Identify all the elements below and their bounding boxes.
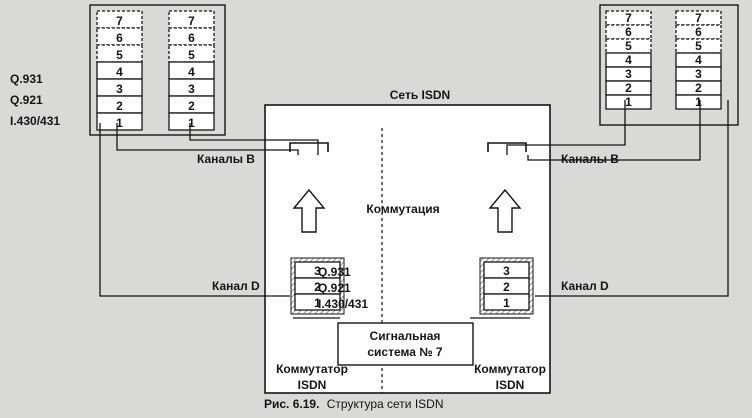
layer-cell [168, 10, 215, 29]
figure-caption: Рис. 6.19. Структура сети ISDN [264, 397, 444, 411]
layer-number: 2 [188, 99, 195, 113]
layer-number: 3 [314, 264, 321, 278]
layer-number: 3 [116, 82, 123, 96]
network-title: Сеть ISDN [390, 88, 450, 102]
right-up-arrow-icon [488, 188, 522, 233]
layer-cell [96, 44, 143, 63]
layer-number: 3 [503, 264, 510, 278]
channel-d-left-label: Канал D [212, 279, 260, 293]
channels-b-left-label: Каналы В [197, 152, 255, 166]
layer-number: 1 [503, 296, 510, 310]
caption-prefix: Рис. 6.19. [264, 397, 319, 411]
layer-number: 6 [188, 31, 195, 45]
layer-number: 5 [695, 39, 702, 53]
layer-number: 1 [695, 95, 702, 109]
layer-cell [96, 112, 143, 131]
right-switch-stack: 3 2 1 [479, 257, 534, 315]
left-terminal-stack-b: 7 6 5 4 3 2 1 [168, 10, 215, 131]
layer-number: 7 [625, 11, 632, 25]
layer-number: 1 [116, 116, 123, 130]
signal-system-box [337, 322, 474, 366]
layer-number: 4 [116, 65, 123, 79]
right-switch-label-2: ISDN [496, 378, 525, 392]
layer-number: 2 [116, 99, 123, 113]
right-switch-label-1: Коммутатор [474, 362, 546, 376]
layer-number: 6 [625, 25, 632, 39]
layer-cell [675, 94, 722, 110]
layer-number: 2 [625, 81, 632, 95]
left-switch-stack: 3 2 1 [290, 257, 345, 315]
left-terminal-box [89, 4, 226, 136]
layer-cell [483, 293, 530, 311]
right-d-channel-line [535, 100, 729, 297]
right-b-socket [487, 142, 527, 152]
switch-protocol-q931: Q.931 [318, 265, 351, 279]
layer-number: 4 [188, 65, 195, 79]
layer-cell [605, 94, 652, 110]
layer-number: 1 [188, 116, 195, 130]
channel-d-right-label: Канал D [561, 279, 609, 293]
left-protocol-q921: Q.921 [10, 93, 43, 107]
layer-number: 5 [625, 39, 632, 53]
layer-number: 4 [625, 53, 632, 67]
layer-number: 6 [695, 25, 702, 39]
signal-system-line-1: Сигнальная [370, 329, 441, 343]
layer-number: 7 [188, 14, 195, 28]
left-protocol-i430: I.430/431 [10, 114, 60, 128]
layer-number: 3 [625, 67, 632, 81]
left-b-socket [289, 142, 329, 152]
left-switch-label-1: Коммутатор [276, 362, 348, 376]
layer-number: 2 [695, 81, 702, 95]
layer-number: 2 [503, 280, 510, 294]
left-b-channel-line-2 [189, 123, 319, 155]
layer-number: 4 [695, 53, 702, 67]
layer-cell [96, 27, 143, 46]
right-b-channel-line-1 [506, 100, 626, 155]
layer-cell [168, 27, 215, 46]
switch-protocol-i430: I.430/431 [318, 297, 368, 311]
right-terminal-box [599, 4, 739, 126]
layer-cell [96, 10, 143, 29]
layer-number: 7 [116, 14, 123, 28]
layer-number: 6 [116, 31, 123, 45]
signal-system-line-2: система № 7 [367, 345, 443, 359]
layer-number: 2 [314, 280, 321, 294]
left-switch-label-2: ISDN [298, 378, 327, 392]
left-terminal-stack-a: 7 6 5 4 3 2 1 [96, 10, 143, 131]
switching-label: Коммутация [366, 202, 439, 216]
layer-number: 1 [625, 95, 632, 109]
left-d-channel-line [99, 123, 290, 297]
layer-cell [168, 44, 215, 63]
left-up-arrow-icon [292, 188, 326, 233]
channels-b-right-label: Каналы В [561, 152, 619, 166]
layer-number: 5 [116, 48, 123, 62]
caption-text: Структура сети ISDN [327, 397, 444, 411]
layer-number: 3 [188, 82, 195, 96]
right-b-channel-line-2 [527, 100, 701, 161]
left-b-channel-line-1 [116, 123, 299, 155]
switch-protocol-q921: Q.921 [318, 281, 351, 295]
layer-number: 3 [695, 67, 702, 81]
layer-number: 5 [188, 48, 195, 62]
layer-number: 7 [695, 11, 702, 25]
layer-number: 1 [314, 296, 321, 310]
layer-cell [294, 293, 341, 311]
left-protocol-q931: Q.931 [10, 72, 43, 86]
layer-cell [168, 112, 215, 131]
